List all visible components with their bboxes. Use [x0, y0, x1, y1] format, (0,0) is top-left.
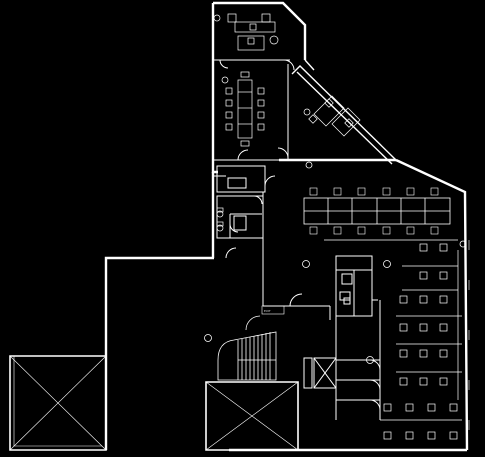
staircase — [217, 315, 277, 381]
angled-workstations — [303, 95, 361, 137]
workstation-rows-east — [380, 243, 462, 440]
exit-sign-label: EXIT — [264, 309, 271, 313]
void-southwest — [9, 355, 107, 451]
service-core — [213, 165, 276, 239]
office-desk-top — [213, 13, 279, 51]
sign-box — [261, 305, 285, 315]
central-core — [335, 255, 378, 317]
diagonal-window-wall — [291, 59, 397, 165]
north-offices — [213, 59, 295, 161]
exterior-walls — [104, 1, 469, 452]
void-south-center — [205, 381, 299, 451]
workstation-chairs-top — [309, 187, 439, 235]
meeting-room-table — [221, 71, 265, 147]
workstation-cluster-top — [303, 197, 451, 225]
lift-shaft — [303, 357, 337, 389]
toilet-icons — [216, 207, 224, 232]
small-offices-south — [335, 300, 381, 420]
